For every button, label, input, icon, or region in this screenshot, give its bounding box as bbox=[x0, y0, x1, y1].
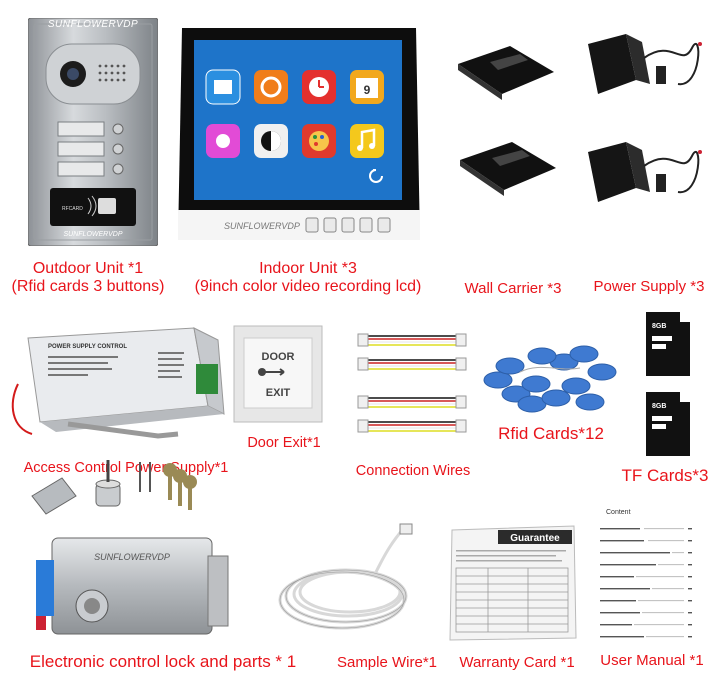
lock-brand: SUNFLOWERVDP bbox=[94, 552, 170, 562]
outdoor-card-label: RFCARD bbox=[62, 206, 83, 212]
bracket-1 bbox=[458, 46, 554, 100]
indoor-unit-caption: Indoor Unit *3 (9inch color video record… bbox=[182, 260, 434, 297]
tf-cards-image: 8GB 8GB bbox=[640, 310, 696, 460]
wall-carrier-caption: Wall Carrier *3 bbox=[464, 280, 562, 297]
warranty-title: Guarantee bbox=[510, 533, 560, 544]
outdoor-unit-caption-line2: (Rfid cards 3 buttons) bbox=[11, 278, 165, 296]
power-supply-caption: Power Supply *3 bbox=[593, 278, 705, 295]
outdoor-brand-top: SUNFLOWERVDP bbox=[47, 19, 139, 30]
door-exit-label-bottom: EXIT bbox=[266, 387, 291, 399]
rfid-cards-image bbox=[480, 332, 620, 416]
power-supply-image bbox=[582, 28, 712, 240]
outdoor-brand-bottom: SUNFLOWERVDP bbox=[64, 231, 123, 238]
connection-wires-image bbox=[354, 326, 472, 444]
access-power-supply-image: POWER SUPPLY CONTROL bbox=[8, 324, 230, 448]
sample-wire-caption: Sample Wire*1 bbox=[336, 654, 438, 671]
warranty-card-image: Guarantee bbox=[448, 524, 578, 642]
rfid-cards-caption: Rfid Cards*12 bbox=[498, 424, 604, 443]
tf-card-1-capacity: 8GB bbox=[652, 323, 666, 330]
tf-cards-caption: TF Cards*3 bbox=[621, 466, 709, 485]
manual-title: Content bbox=[606, 509, 631, 516]
tf-card-2-capacity: 8GB bbox=[652, 403, 666, 410]
outdoor-unit-caption: Outdoor Unit *1 (Rfid cards 3 buttons) bbox=[0, 260, 176, 297]
user-manual-image: Content bbox=[592, 506, 702, 642]
lock-caption: Electronic control lock and parts * 1 bbox=[29, 652, 297, 671]
indoor-unit-caption-line2: (9inch color video recording lcd) bbox=[194, 278, 422, 296]
warranty-caption: Warranty Card *1 bbox=[459, 654, 575, 671]
manual-caption: User Manual *1 bbox=[600, 652, 704, 669]
wall-carrier-image bbox=[450, 42, 560, 242]
lock-image: SUNFLOWERVDP bbox=[22, 456, 232, 646]
indoor-brand: SUNFLOWERVDP bbox=[224, 221, 300, 231]
bracket-2 bbox=[460, 142, 556, 196]
outdoor-unit-image: RFCARD SUNFLOWERVDP bbox=[27, 17, 159, 247]
outdoor-unit-caption-line1: Outdoor Unit *1 bbox=[32, 260, 144, 277]
door-exit-label-top: DOOR bbox=[262, 351, 295, 363]
connection-wires-caption: Connection Wires bbox=[355, 463, 471, 479]
access-power-panel-title: POWER SUPPLY CONTROL bbox=[48, 344, 127, 350]
door-exit-image: DOOR EXIT bbox=[232, 324, 324, 424]
sample-wire-image bbox=[276, 522, 436, 642]
door-exit-caption: Door Exit*1 bbox=[247, 435, 321, 451]
indoor-unit-caption-line1: Indoor Unit *3 bbox=[259, 260, 357, 277]
indoor-unit-image: 9 SUNFLOWERVDP bbox=[176, 24, 422, 244]
calendar-icon-day: 9 bbox=[364, 83, 371, 97]
